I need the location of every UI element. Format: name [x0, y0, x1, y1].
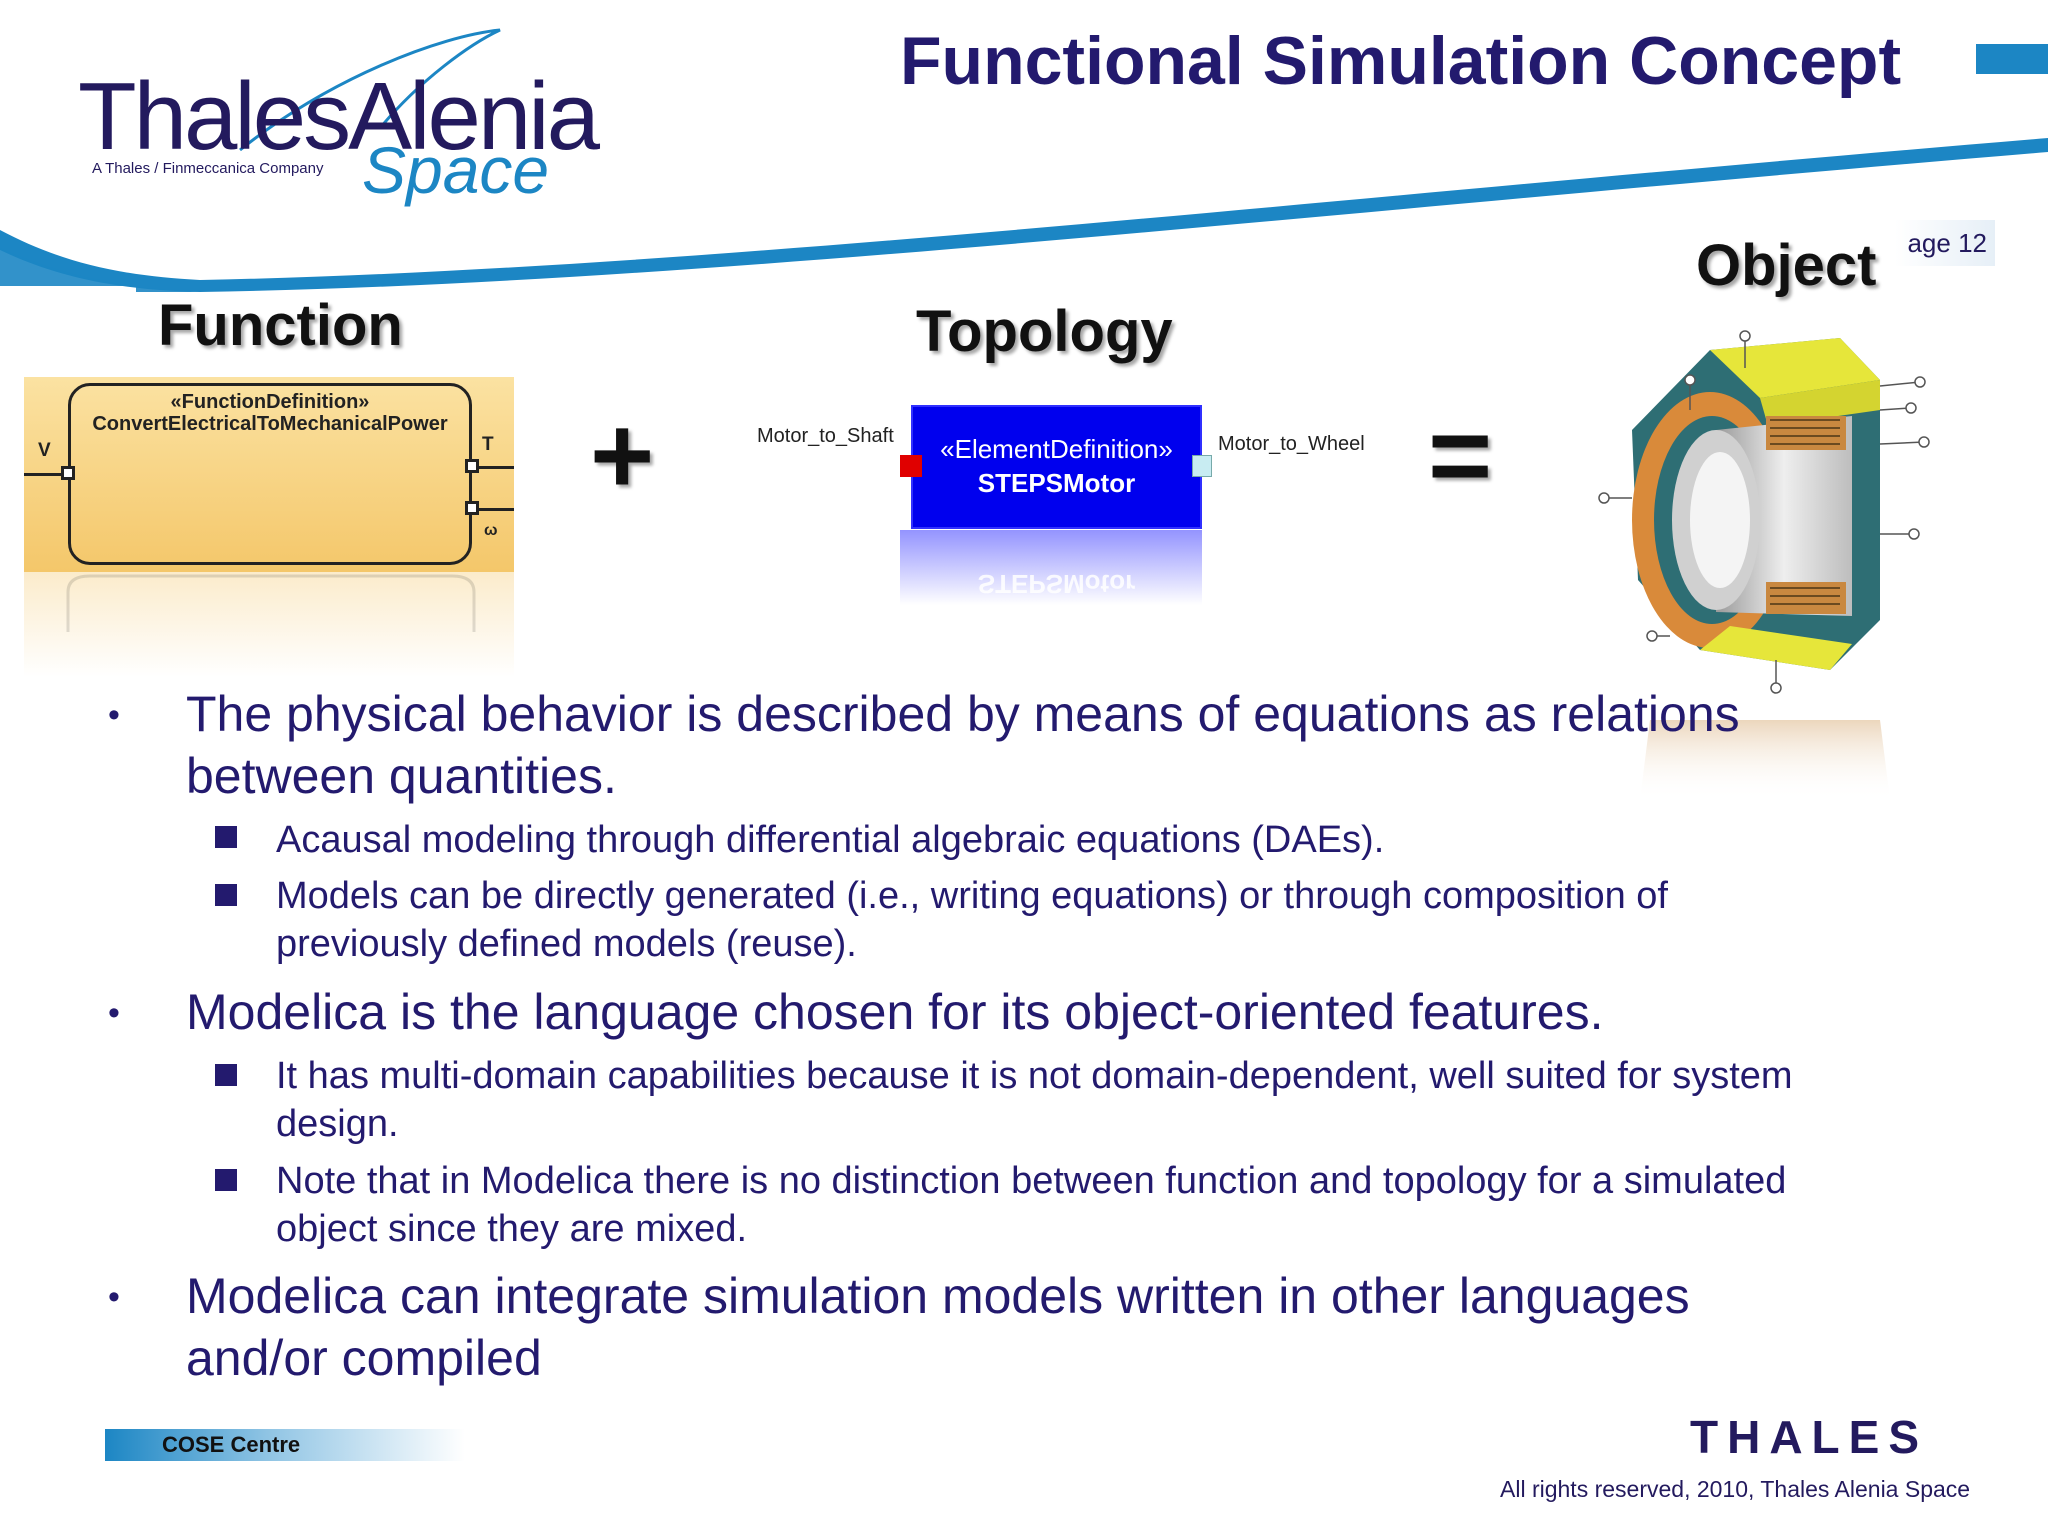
- port-omega-label: ω: [484, 522, 498, 539]
- sub-bullet-text: Models can be directly generated (i.e., …: [276, 875, 1668, 965]
- header-swoosh: [0, 28, 2048, 292]
- copyright-notice: All rights reserved, 2010, Thales Alenia…: [1500, 1476, 1971, 1502]
- logo-tagline: A Thales / Finmeccanica Company: [92, 160, 324, 177]
- logo-space: Space: [362, 133, 550, 207]
- function-reflection-outline: [66, 574, 476, 632]
- cose-centre-bar: [105, 1429, 465, 1461]
- motor-cutaway-image: [1598, 330, 1930, 800]
- port-t-line: [472, 466, 514, 469]
- label-motor-to-shaft: Motor_to_Shaft: [757, 425, 894, 447]
- port-motor-to-shaft: [900, 455, 922, 477]
- port-motor-to-wheel: [1192, 455, 1212, 477]
- heading-object: Object: [1696, 233, 1877, 298]
- equals-sign: =: [1428, 394, 1493, 517]
- port-v-label: V: [38, 440, 51, 461]
- port-omega-line: [472, 508, 514, 511]
- topology-reflection: [900, 530, 1202, 605]
- sub-bullet-square: [215, 1064, 237, 1086]
- function-name: ConvertElectricalToMechanicalPower: [92, 413, 448, 435]
- heading-function: Function: [158, 293, 403, 358]
- bullet-text: Modelica can integrate simulation models…: [186, 1268, 1690, 1386]
- topology-name: STEPSMotor: [977, 468, 1136, 498]
- port-t: [465, 459, 479, 473]
- slide-title: Functional Simulation Concept: [900, 23, 1902, 99]
- sub-bullet-square: [215, 1169, 237, 1191]
- port-v: [61, 466, 75, 480]
- function-stereotype: «FunctionDefinition»: [170, 391, 370, 413]
- bullet-dot: •: [108, 994, 120, 1032]
- sub-bullet-square: [215, 826, 237, 848]
- bullet-dot: •: [108, 696, 120, 734]
- label-motor-to-wheel: Motor_to_Wheel: [1218, 433, 1365, 455]
- bullet-text: The physical behavior is described by me…: [186, 686, 1740, 804]
- bullet-text: Modelica is the language chosen for its …: [186, 984, 1604, 1040]
- port-t-label: T: [482, 434, 494, 455]
- element-definition-block: [911, 405, 1202, 529]
- title-accent-bar: [1976, 44, 2048, 74]
- sub-bullet-text: It has multi-domain capabilities because…: [276, 1055, 1793, 1145]
- port-v-line: [24, 473, 68, 476]
- port-omega: [465, 501, 479, 515]
- topology-reflection-text: STEPSMotor: [977, 569, 1136, 599]
- cose-centre-label: COSE Centre: [162, 1432, 301, 1457]
- sub-bullet-text: Note that in Modelica there is no distin…: [276, 1160, 1787, 1250]
- function-definition-diagram: [24, 377, 514, 572]
- heading-topology: Topology: [916, 299, 1173, 364]
- sub-bullet-square: [215, 884, 237, 906]
- logo-brand: ThalesAlenia: [78, 63, 600, 170]
- plus-sign: +: [590, 394, 655, 517]
- bullet-dot: •: [108, 1278, 120, 1316]
- sub-bullet-text: Acausal modeling through differential al…: [276, 819, 1385, 861]
- function-reflection: [24, 572, 514, 677]
- topology-stereotype: «ElementDefinition»: [940, 434, 1173, 464]
- thales-logo: THALES: [1690, 1411, 1928, 1463]
- page-number: age 12: [1895, 220, 1995, 266]
